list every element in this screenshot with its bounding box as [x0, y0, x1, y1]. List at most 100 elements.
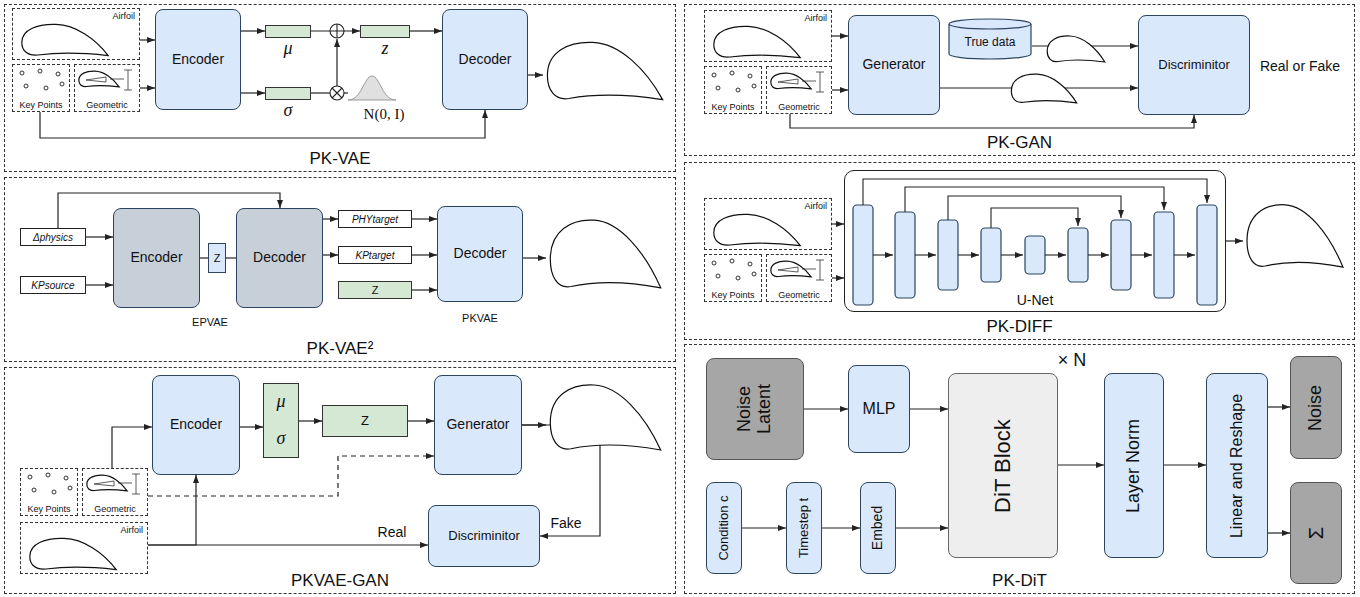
node-label: Airfoil: [804, 13, 827, 23]
latent-bar-fill: [265, 87, 311, 100]
node-label: PHYtarget: [352, 214, 398, 225]
connector: [742, 527, 786, 528]
panel-title: PK-DIFF: [685, 317, 1354, 337]
unet-block: [1025, 236, 1045, 274]
output-arrow: [528, 74, 543, 75]
connector: [832, 277, 844, 278]
connector: [408, 420, 434, 421]
node-label: KPtarget: [356, 250, 395, 261]
unet-arrow: [1001, 254, 1023, 255]
key-points: [20, 69, 64, 90]
node-label: Decoder: [253, 250, 306, 265]
panel-title: PK-VAE: [5, 149, 675, 169]
process-box: Encoder: [152, 375, 240, 475]
node-label: Airfoil: [112, 11, 135, 21]
input-box: Airfoil: [20, 522, 148, 574]
node-label: μ: [276, 392, 285, 412]
latent-bar: z: [360, 25, 410, 58]
process-box: Noise Latent: [706, 358, 804, 460]
process-box: DiT Block: [948, 373, 1058, 558]
process-box: MLP: [848, 365, 910, 453]
connector: [1268, 406, 1290, 407]
latent-bar-fill: [265, 25, 311, 38]
process-box: Σ: [1290, 482, 1342, 584]
connector: [140, 87, 155, 88]
node-label: Geometric: [83, 504, 147, 514]
latent-bar: σ: [265, 87, 311, 120]
node-label: Embed: [870, 487, 885, 569]
process-box: Embed: [860, 482, 896, 574]
node-label: Condition c: [717, 487, 731, 569]
output-airfoil: [1247, 205, 1343, 267]
node-label: Z: [361, 414, 369, 428]
unet-arrow: [915, 254, 936, 255]
input-box: Airfoil: [12, 8, 140, 60]
unet-block: [1068, 228, 1088, 282]
connector: [412, 289, 437, 290]
wire: [344, 92, 348, 93]
process-box: Generator: [848, 15, 940, 115]
connector: [226, 257, 236, 258]
process-box: Timestep t: [786, 482, 822, 574]
panel: AirfoilKey PointsGeometricGeneratorTrue …: [684, 4, 1355, 156]
node-label: Discriminitor: [448, 529, 520, 543]
process-box: KPsource: [20, 276, 86, 294]
edge-label: Real: [376, 524, 409, 540]
connector: [822, 527, 860, 528]
node-label: Z: [372, 284, 379, 296]
geometric-sketch: [771, 260, 824, 280]
input-box: Key Points: [704, 254, 762, 302]
panel-title: PK-GAN: [685, 133, 1354, 153]
unet-block: [938, 220, 958, 290]
connector: [140, 39, 155, 40]
output-airfoil: [547, 42, 662, 99]
node-label: Decoder: [454, 246, 507, 261]
unet-block: [853, 205, 873, 305]
connector: [86, 236, 113, 237]
input-box: Geometric: [766, 66, 832, 114]
key-points: [28, 473, 72, 494]
node-label: Geometric: [767, 102, 831, 112]
process-box: KPtarget: [338, 246, 412, 264]
process-box: Encoder: [155, 9, 241, 110]
process-box: Layer Norm: [1104, 373, 1164, 558]
unet-arrow: [1045, 254, 1066, 255]
connector: [1058, 464, 1104, 465]
unet-block: [981, 228, 1001, 282]
process-box: Discriminitor: [1138, 15, 1250, 115]
free-label: EPVAE: [192, 316, 228, 328]
generated-airfoil: [1011, 74, 1076, 103]
connector: [148, 544, 428, 545]
airfoil-sketch: [714, 26, 800, 57]
node-label: True data: [965, 28, 1016, 49]
cylinder-top: [949, 19, 1031, 29]
node-label: Geometric: [767, 290, 831, 300]
process-box: Noise: [1290, 356, 1342, 459]
free-label: × N: [1058, 350, 1087, 371]
node-label: σ: [277, 429, 286, 449]
connector: [323, 254, 338, 255]
node-label: Key Points: [705, 290, 761, 300]
unet-container: U-Net: [844, 170, 1226, 312]
unet-block: [1111, 220, 1131, 290]
node-label: Discriminitor: [1158, 58, 1230, 72]
panel-title: PKVAE-GAN: [5, 571, 675, 591]
node-label: Δphysics: [33, 232, 73, 243]
panel: Key PointsGeometricAirfoilEncoderμσZGene…: [4, 367, 676, 594]
connector: [241, 92, 265, 93]
input-box: Key Points: [20, 468, 78, 516]
connector: [86, 284, 113, 285]
node-label: Generator: [862, 57, 925, 72]
unet-arrow: [1131, 254, 1152, 255]
node-label: Encoder: [172, 52, 224, 67]
input-box: Airfoil: [704, 10, 832, 62]
product-symbol: [330, 86, 344, 100]
airfoil-sketch: [30, 538, 116, 569]
gaussian-curve: [348, 76, 396, 100]
connector: [910, 408, 948, 409]
wire: [311, 92, 330, 93]
node-label: Σ: [1305, 487, 1327, 579]
key-points: [712, 259, 756, 280]
connector: [832, 89, 848, 90]
process-box: Z: [208, 243, 226, 273]
